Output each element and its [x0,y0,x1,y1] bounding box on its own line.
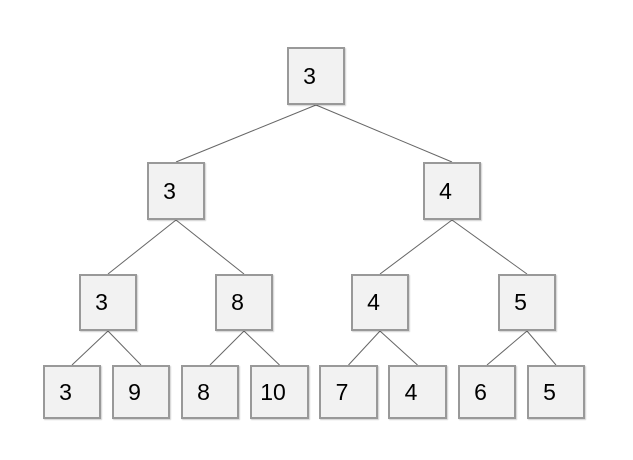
tree-edge [379,330,418,366]
tree-node: 5 [498,274,556,331]
tree-node: 7 [319,365,378,419]
tree-node: 4 [388,365,447,419]
tree-node: 8 [181,365,239,419]
tree-edge [107,219,177,275]
tree-node: 8 [215,274,273,331]
tree-node: 3 [79,274,137,331]
tree-node: 3 [147,162,205,220]
tree-node: 4 [351,274,409,331]
tree-node: 5 [527,365,585,419]
tree-edge [175,219,245,275]
tree-edge [315,104,453,163]
tree-node: 4 [423,162,481,220]
tree-edge [526,330,557,366]
tree-edge [451,219,528,275]
tree-node: 6 [458,365,516,419]
tree-node: 9 [112,365,170,419]
tree-edge [107,330,142,366]
tree-edge [209,330,245,366]
tree-edge [348,330,381,366]
tree-node: 3 [43,365,101,419]
tree-edge [486,330,528,366]
tree-edge [243,330,280,366]
tree-edge [379,219,453,275]
tree-edge [71,330,109,366]
tree-node: 10 [250,365,309,419]
tree-node: 3 [287,47,345,105]
tree-edge [175,104,317,163]
